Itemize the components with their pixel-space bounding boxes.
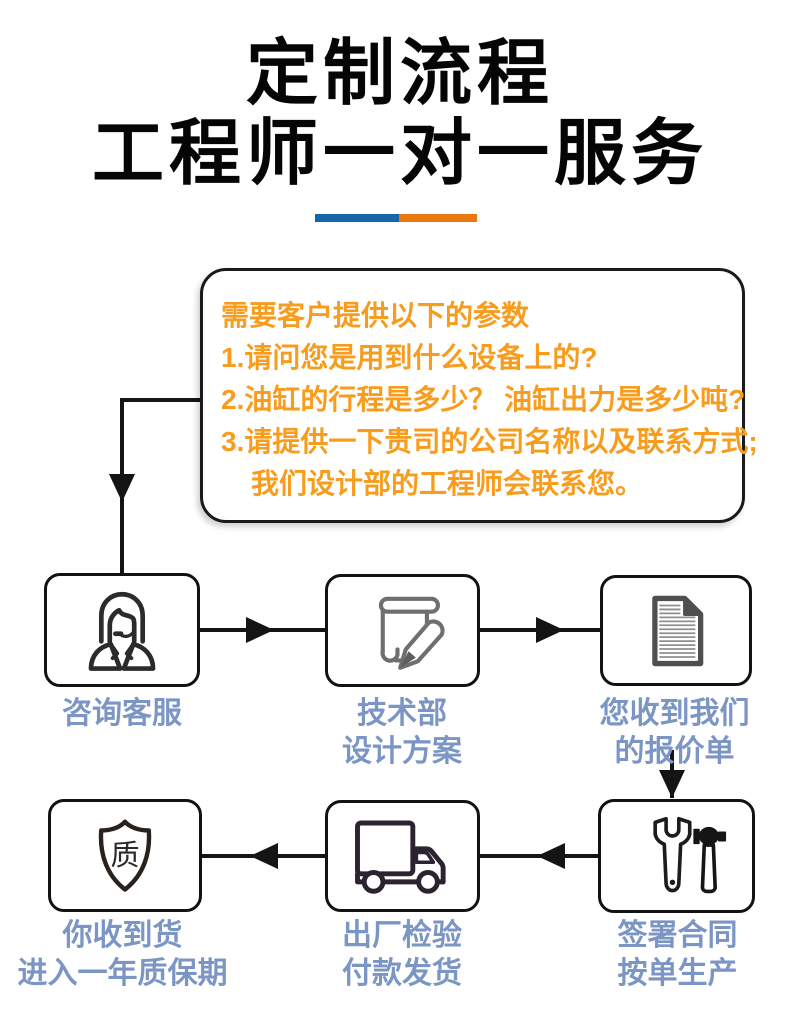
params-item-1: 1.请问您是用到什么设备上的? [221, 342, 598, 373]
label-line: 出厂检验 [342, 919, 462, 952]
arrow-left-icon [537, 843, 565, 869]
label-line: 按单生产 [617, 957, 738, 990]
arrow-right-icon [536, 617, 564, 643]
flow-box-warranty: 质 [48, 799, 202, 912]
underline-orange-segment [399, 214, 477, 222]
truck-icon [354, 820, 446, 894]
label-line: 签署合同 [617, 919, 738, 952]
flow-box-sign-contract [598, 799, 755, 913]
customer-service-icon [88, 591, 156, 671]
connector-box-to-flow-horizontal [122, 398, 202, 402]
arrow-down-icon [659, 770, 685, 798]
flow-label-consult-service: 咨询客服 [44, 695, 200, 733]
title-underline [315, 214, 477, 222]
flow-label-sign-contract: 签署合同 按单生产 [580, 917, 775, 993]
label-line: 进入一年质保期 [17, 957, 228, 990]
quotation-document-icon [652, 595, 704, 666]
flow-box-tech-design [325, 574, 480, 687]
label-line: 您收到我们 [599, 697, 750, 730]
label-line: 的报价单 [614, 735, 735, 768]
page-title: 定制流程 [245, 34, 554, 114]
params-item-3: 3.请提供一下贵司的公司名称以及联系方式; [221, 426, 758, 457]
flow-box-consult-service [44, 573, 200, 687]
tools-icon [652, 816, 726, 894]
params-box: 需要客户提供以下的参数 1.请问您是用到什么设备上的? 2.油缸的行程是多少？ … [200, 268, 758, 523]
flow-label-warranty: 你收到货 进入一年质保期 [5, 917, 240, 993]
arrow-left-icon [250, 843, 278, 869]
underline-blue-segment [315, 214, 399, 222]
arrow-down-icon [109, 474, 135, 502]
flow-label-inspect-ship: 出厂检验 付款发货 [302, 917, 502, 993]
flow-box-inspect-ship [325, 800, 480, 912]
flow-box-receive-quote [600, 575, 752, 686]
page-subtitle: 工程师一对一服务 [91, 114, 708, 194]
shield-character: 质 [110, 838, 139, 871]
arrow-right-icon [246, 617, 274, 643]
flow-label-receive-quote: 您收到我们 的报价单 [582, 695, 767, 771]
params-heading: 需要客户提供以下的参数 [221, 300, 530, 331]
label-line: 付款发货 [342, 957, 462, 990]
label-line: 技术部 [357, 697, 447, 730]
params-item-4: 我们设计部的工程师会联系您。 [251, 468, 644, 499]
label-line: 设计方案 [342, 735, 462, 768]
label-line: 咨询客服 [62, 697, 182, 730]
label-line: 你收到货 [62, 919, 183, 952]
flow-label-tech-design: 技术部 设计方案 [302, 695, 502, 771]
params-item-2: 2.油缸的行程是多少？ 油缸出力是多少吨? [221, 384, 746, 415]
shield-icon: 质 [98, 818, 152, 892]
scroll-pencil-icon [378, 596, 445, 670]
